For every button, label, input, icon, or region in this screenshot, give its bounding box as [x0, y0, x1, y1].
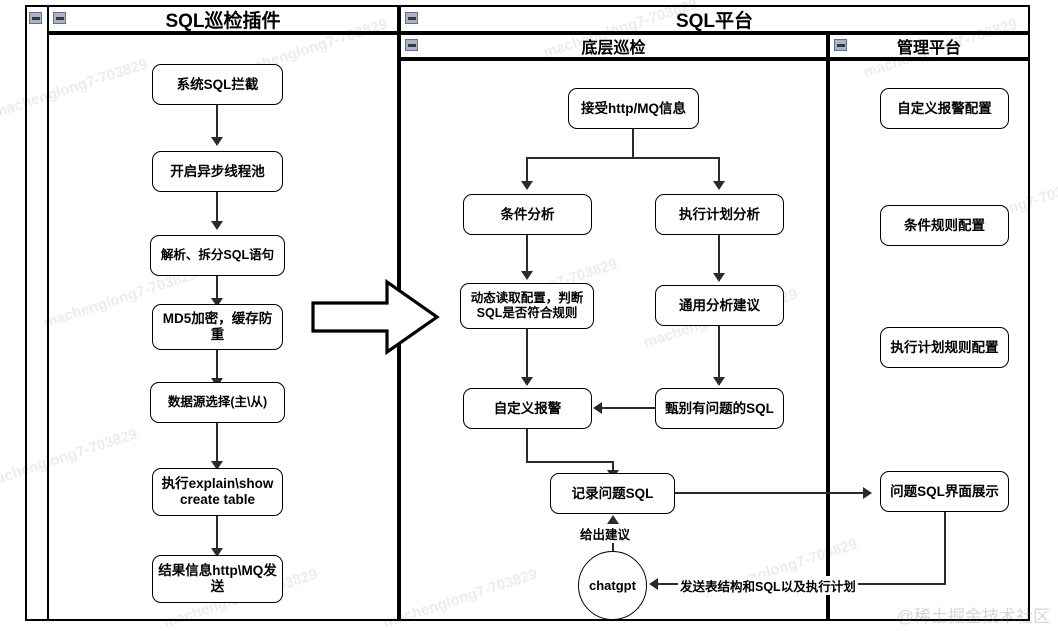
minus-square-icon[interactable] — [405, 12, 418, 24]
connector — [675, 492, 865, 494]
arrow-head — [713, 377, 725, 386]
connector — [526, 157, 720, 159]
node-explain-plan-analysis[interactable]: 执行计划分析 — [655, 194, 784, 235]
node-label: 接受http/MQ信息 — [581, 100, 686, 116]
lane-header-sql-platform-label: SQL平台 — [675, 10, 754, 32]
node-label: 执行计划分析 — [679, 206, 760, 222]
connector — [602, 407, 656, 409]
node-custom-alert[interactable]: 自定义报警 — [463, 388, 592, 429]
node-label: 结果信息http\MQ发送 — [158, 563, 277, 594]
node-label: 动态读取配置，判断SQL是否符合规则 — [470, 291, 584, 320]
arrow-head — [521, 377, 533, 386]
arrow-head — [211, 137, 223, 146]
node-condition-analysis[interactable]: 条件分析 — [463, 194, 592, 235]
minus-square-icon[interactable] — [29, 12, 42, 24]
node-identify-problem-sql[interactable]: 甄别有问题的SQL — [655, 388, 784, 429]
connector — [718, 235, 720, 277]
node-label: 记录问题SQL — [571, 485, 654, 501]
connector — [632, 129, 634, 158]
arrow-head — [713, 181, 725, 190]
node-async-threadpool[interactable]: 开启异步线程池 — [152, 151, 283, 192]
arrow-head — [211, 461, 223, 470]
edge-label-send-schema: 发送表结构和SQL以及执行计划 — [678, 576, 858, 595]
big-transition-arrow — [311, 277, 441, 357]
lane-header-base-inspection: 底层巡检 — [399, 33, 828, 59]
lane-header-admin-platform-label: 管理平台 — [896, 40, 961, 57]
node-dynamic-config-rule-check[interactable]: 动态读取配置，判断SQL是否符合规则 — [460, 283, 594, 329]
left-lane-spine — [25, 5, 49, 621]
connector — [216, 516, 218, 552]
arrow-head — [713, 273, 725, 282]
node-label: 执行explain\show create table — [161, 476, 274, 507]
lane-header-sql-platform: SQL平台 — [399, 5, 1030, 33]
node-execute-explain[interactable]: 执行explain\show create table — [152, 468, 283, 516]
node-receive-http-mq[interactable]: 接受http/MQ信息 — [568, 88, 699, 129]
node-label: 自定义报警配置 — [897, 100, 992, 116]
connector — [526, 429, 528, 463]
arrow-head — [211, 221, 223, 230]
arrow-head — [211, 298, 223, 307]
lane-body-admin-platform — [828, 59, 1030, 621]
arrow-head — [863, 487, 872, 499]
minus-square-icon[interactable] — [834, 39, 847, 51]
node-datasource-select[interactable]: 数据源选择(主\从) — [150, 382, 285, 423]
connector — [216, 105, 218, 141]
node-label: 问题SQL界面展示 — [890, 483, 999, 499]
node-label: 执行计划规则配置 — [890, 339, 999, 355]
node-label: 通用分析建议 — [679, 297, 760, 313]
arrow-head — [521, 181, 533, 190]
node-plan-rule-config[interactable]: 执行计划规则配置 — [880, 327, 1009, 368]
connector — [216, 192, 218, 225]
lane-header-sql-plugin: SQL巡检插件 — [47, 5, 399, 33]
connector — [718, 157, 720, 185]
connector — [612, 461, 614, 475]
connector — [526, 157, 528, 185]
arrow-head — [521, 271, 533, 280]
connector — [944, 512, 946, 584]
node-label: MD5加密，缓存防重 — [162, 311, 273, 342]
minus-square-icon[interactable] — [53, 12, 66, 24]
node-label: 条件规则配置 — [904, 217, 985, 233]
connector — [526, 461, 614, 463]
lane-header-admin-platform: 管理平台 — [828, 33, 1030, 59]
node-system-sql-intercept[interactable]: 系统SQL拦截 — [152, 64, 283, 105]
node-label: chatgpt — [589, 577, 636, 593]
node-label: 解析、拆分SQL语句 — [160, 248, 275, 263]
node-label: 数据源选择(主\从) — [167, 395, 268, 410]
node-label: 系统SQL拦截 — [176, 76, 259, 92]
node-label: 条件分析 — [500, 206, 555, 222]
node-label: 自定义报警 — [493, 400, 562, 416]
node-label: 开启异步线程池 — [170, 163, 265, 179]
arrow-head — [211, 548, 223, 557]
lane-header-sql-plugin-label: SQL巡检插件 — [165, 10, 281, 32]
connector — [216, 276, 218, 302]
arrow-head — [593, 402, 602, 414]
node-condition-rule-config[interactable]: 条件规则配置 — [880, 205, 1009, 246]
edge-label-advice: 给出建议 — [578, 524, 633, 543]
connector — [216, 423, 218, 465]
node-record-problem-sql[interactable]: 记录问题SQL — [550, 473, 675, 514]
node-chatgpt[interactable]: chatgpt — [578, 551, 647, 620]
arrow-head — [607, 515, 619, 524]
connector — [718, 326, 720, 381]
node-custom-alert-config[interactable]: 自定义报警配置 — [880, 88, 1009, 129]
connector — [216, 350, 218, 382]
arrow-head — [649, 578, 658, 590]
node-general-advice[interactable]: 通用分析建议 — [655, 285, 784, 326]
node-problem-sql-ui[interactable]: 问题SQL界面展示 — [880, 471, 1009, 512]
node-parse-split-sql[interactable]: 解析、拆分SQL语句 — [150, 235, 285, 276]
lane-header-base-inspection-label: 底层巡检 — [581, 40, 646, 57]
node-md5-cache-dedup[interactable]: MD5加密，缓存防重 — [152, 304, 283, 350]
node-result-send[interactable]: 结果信息http\MQ发送 — [152, 555, 283, 603]
connector — [526, 329, 528, 381]
connector — [526, 235, 528, 275]
minus-square-icon[interactable] — [405, 39, 418, 51]
node-label: 甄别有问题的SQL — [665, 400, 774, 416]
